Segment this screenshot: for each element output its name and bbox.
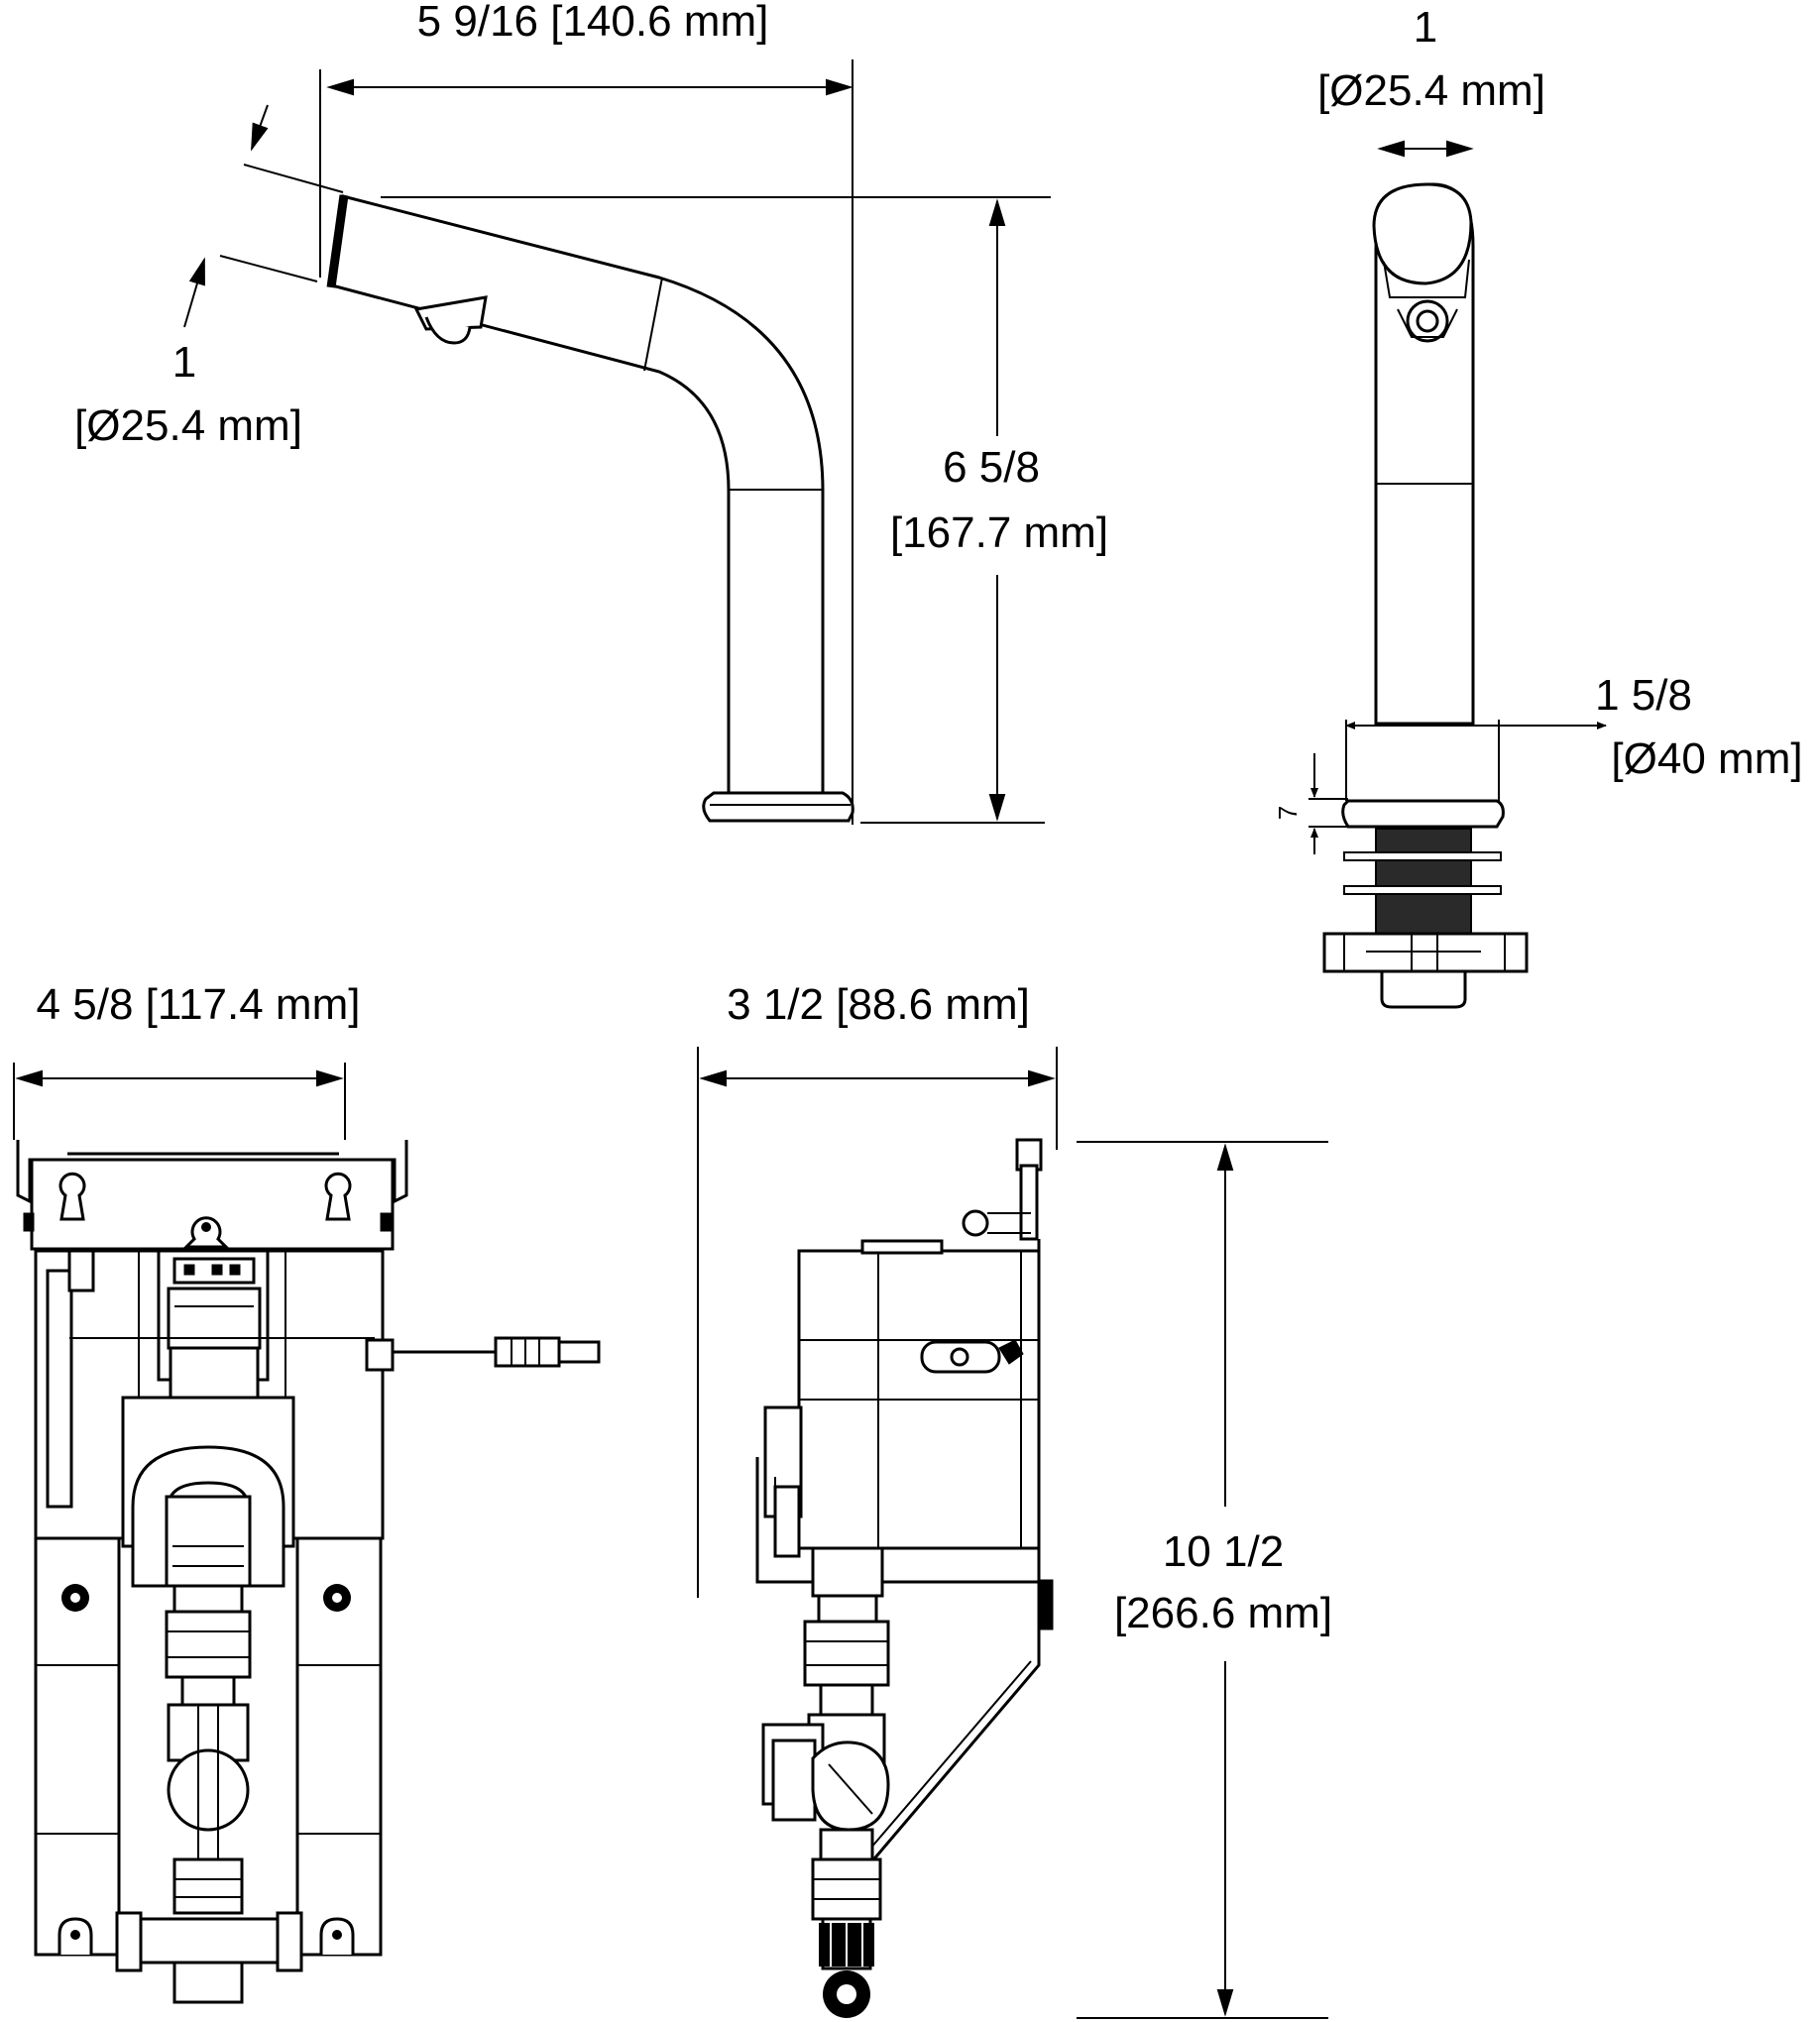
body-diameter-dimension: 1 [Ø25.4 mm] <box>1317 3 1545 158</box>
spout-reach-dimension: 5 9/16 [140.6 mm] <box>319 0 853 825</box>
faucet-front-view <box>1322 182 1529 1009</box>
base-diameter-dimension: 1 5/8 [Ø40 mm] <box>1345 671 1803 801</box>
control-box-side-view: 3 1/2 [88.6 mm] <box>697 980 1058 2018</box>
box-height-mm-label: [266.6 mm] <box>1114 1589 1332 1637</box>
spout-reach-label: 5 9/16 [140.6 mm] <box>417 0 769 46</box>
base-diameter-inch-label: 1 5/8 <box>1595 671 1692 720</box>
faucet-side-view <box>326 194 854 823</box>
base-diameter-mm-label: [Ø40 mm] <box>1611 734 1802 783</box>
spout-outlet-inch-label: 1 <box>172 338 196 387</box>
spout-outlet-dimension: 1 [Ø25.4 mm] <box>74 104 344 450</box>
spout-outlet-mm-label: [Ø25.4 mm] <box>74 401 302 450</box>
base-thickness-label: 7 <box>1273 806 1303 820</box>
box-height-inch-label: 10 1/2 <box>1163 1527 1284 1576</box>
box-width-label: 4 5/8 [117.4 mm] <box>37 980 361 1029</box>
faucet-height-mm-label: [167.7 mm] <box>890 508 1108 557</box>
box-depth-label: 3 1/2 [88.6 mm] <box>727 980 1030 1029</box>
body-diameter-inch-label: 1 <box>1414 3 1437 52</box>
base-thickness-dimension: 7 <box>1273 753 1348 854</box>
faucet-height-dimension: 6 5/8 [167.7 mm] <box>381 196 1108 824</box>
body-diameter-mm-label: [Ø25.4 mm] <box>1317 66 1545 115</box>
faucet-height-inch-label: 6 5/8 <box>943 443 1040 492</box>
box-height-dimension: 10 1/2 [266.6 mm] <box>1077 1141 1332 2019</box>
control-box-front-view: 4 5/8 [117.4 mm] <box>13 980 601 2004</box>
